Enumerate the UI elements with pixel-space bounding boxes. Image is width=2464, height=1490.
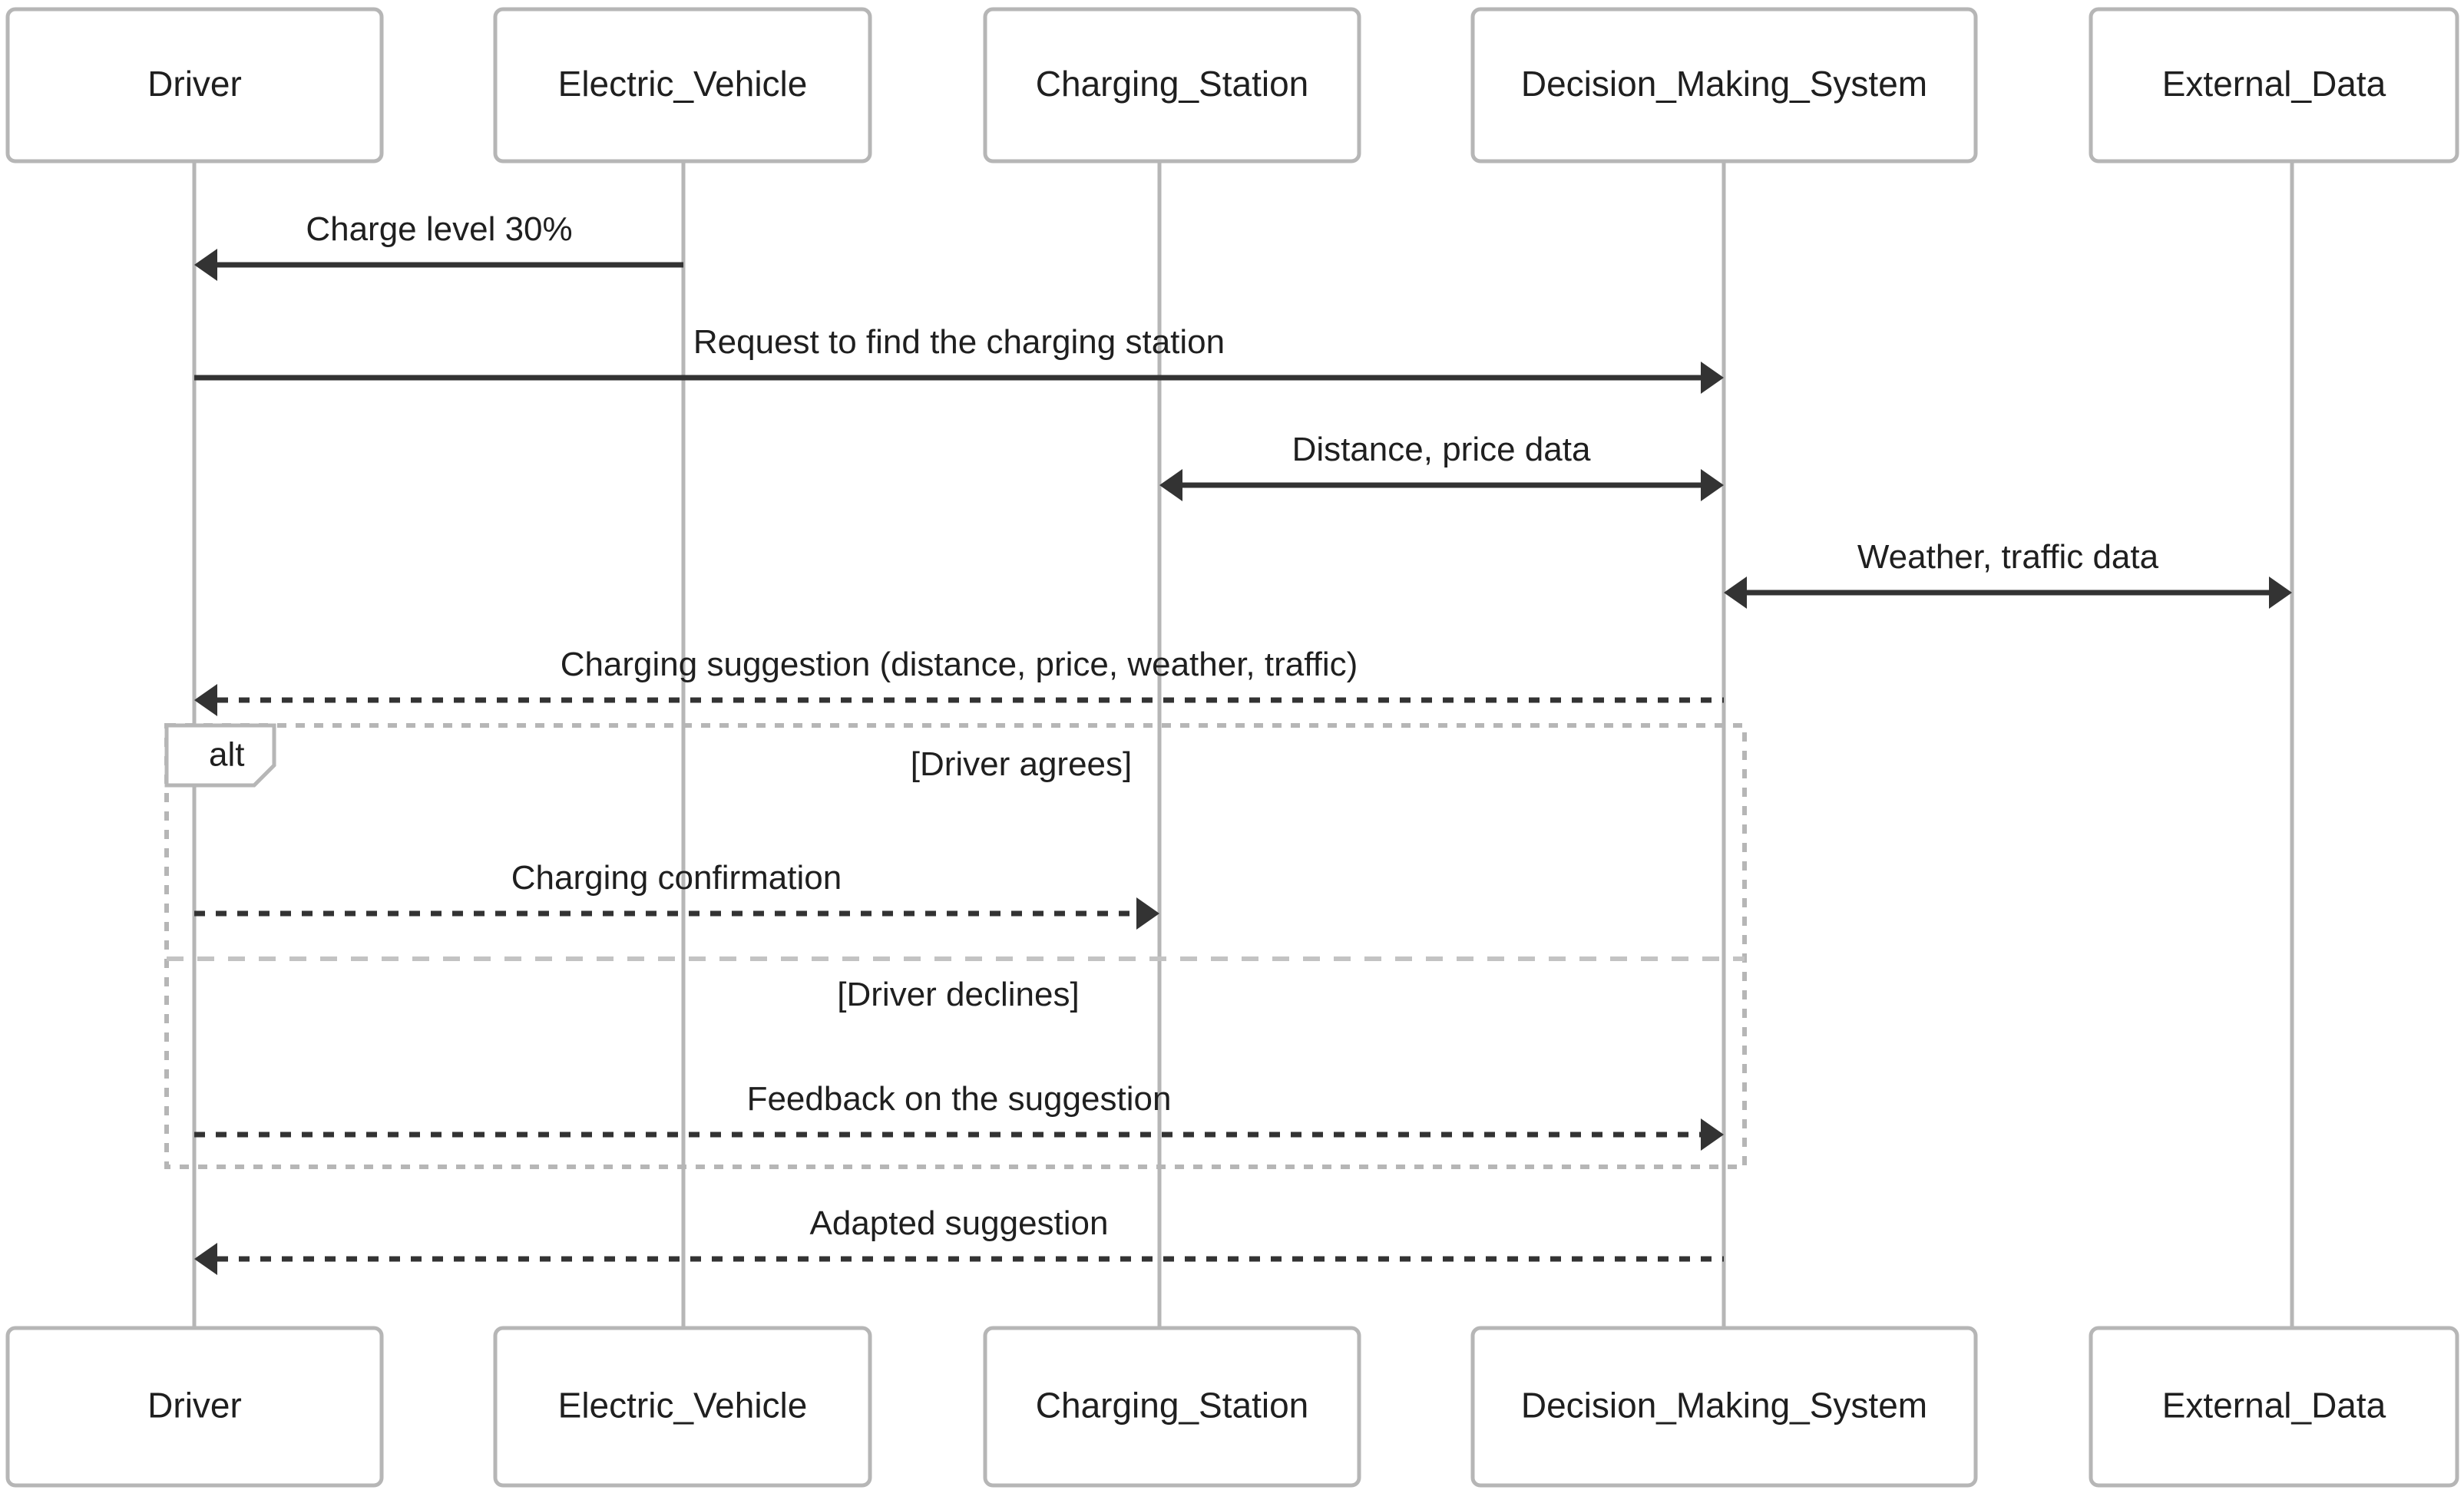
participant-top-driver: Driver	[5, 7, 384, 164]
message-arrowhead-left-8	[194, 1243, 217, 1275]
participant-bottom-electric_vehicle: Electric_Vehicle	[493, 1326, 872, 1488]
participant-label-decision_making_system: Decision_Making_System	[1521, 64, 1927, 104]
message-arrowhead-left-4	[1724, 577, 1747, 609]
participant-label-electric_vehicle: Electric_Vehicle	[558, 64, 808, 104]
participant-label-external_data: External_Data	[2162, 1386, 2386, 1426]
participant-box-external_data	[2089, 1326, 2459, 1488]
alt-branch-condition-1: [Driver declines]	[837, 976, 1079, 1013]
participant-box-charging_station	[983, 1326, 1361, 1488]
participant-label-driver: Driver	[147, 1386, 242, 1426]
message-arrowhead-right-2	[1701, 362, 1724, 394]
participant-label-external_data: External_Data	[2162, 64, 2386, 104]
message-arrowhead-right-4	[2269, 577, 2292, 609]
message-arrowhead-right-3	[1701, 469, 1724, 501]
alt-fragment-operator-label: alt	[209, 736, 244, 774]
message-arrowhead-right-7	[1701, 1118, 1724, 1151]
participant-top-charging_station: Charging_Station	[983, 7, 1361, 164]
participant-box-electric_vehicle	[493, 1326, 872, 1488]
participant-label-driver: Driver	[147, 64, 242, 104]
participant-label-decision_making_system: Decision_Making_System	[1521, 1386, 1927, 1426]
message-6: Charging confirmation	[194, 859, 1159, 930]
participant-bottom-external_data: External_Data	[2089, 1326, 2459, 1488]
participant-box-external_data	[2089, 7, 2459, 164]
participant-bottom-charging_station: Charging_Station	[983, 1326, 1361, 1488]
message-label-2: Request to find the charging station	[693, 323, 1225, 361]
participant-top-decision_making_system: Decision_Making_System	[1470, 7, 1978, 164]
participant-label-charging_station: Charging_Station	[1036, 1386, 1308, 1426]
message-3: Distance, price data	[1159, 431, 1724, 501]
participant-boxes-bottom: Driver Electric_Vehicle Charging_Station De…	[5, 1326, 2459, 1488]
alt-fragment-group[interactable]: alt [Driver agrees] [Driver declines]	[164, 723, 1747, 1169]
message-1: Charge level 30%	[194, 210, 683, 281]
message-7: Feedback on the suggestion	[194, 1080, 1724, 1151]
message-label-8: Adapted suggestion	[810, 1204, 1109, 1242]
message-label-7: Feedback on the suggestion	[747, 1080, 1172, 1118]
participant-box-driver	[5, 7, 384, 164]
message-label-3: Distance, price data	[1292, 431, 1591, 468]
participant-label-electric_vehicle: Electric_Vehicle	[558, 1386, 808, 1426]
participant-top-external_data: External_Data	[2089, 7, 2459, 164]
participant-box-electric_vehicle	[493, 7, 872, 164]
message-2: Request to find the charging station	[194, 323, 1724, 394]
participant-top-electric_vehicle: Electric_Vehicle	[493, 7, 872, 164]
message-label-5: Charging suggestion (distance, price, we…	[561, 646, 1358, 683]
message-arrowhead-left-3	[1159, 469, 1182, 501]
messages-group: Charge level 30% Request to find the char…	[194, 210, 2292, 1275]
alt-fragment-tag-shape	[164, 723, 276, 788]
message-8: Adapted suggestion	[194, 1204, 1724, 1275]
lifelines-group	[192, 161, 2294, 1328]
participant-bottom-decision_making_system: Decision_Making_System	[1470, 1326, 1978, 1488]
message-label-6: Charging confirmation	[511, 859, 842, 897]
message-label-4: Weather, traffic data	[1857, 538, 2159, 576]
participant-bottom-driver: Driver	[5, 1326, 384, 1488]
message-arrowhead-left-1	[194, 249, 217, 281]
message-4: Weather, traffic data	[1724, 538, 2292, 609]
alt-fragment-outline[interactable]	[164, 723, 1747, 1169]
participant-box-decision_making_system	[1470, 7, 1978, 164]
participant-box-driver	[5, 1326, 384, 1488]
message-arrowhead-right-6	[1136, 897, 1159, 930]
participant-box-decision_making_system	[1470, 1326, 1978, 1488]
participant-label-charging_station: Charging_Station	[1036, 64, 1308, 104]
participant-boxes-top: Driver Electric_Vehicle Charging_Station De…	[5, 7, 2459, 164]
message-arrowhead-left-5	[194, 684, 217, 716]
message-label-1: Charge level 30%	[306, 210, 572, 248]
participant-box-charging_station	[983, 7, 1361, 164]
alt-branch-condition-0: [Driver agrees]	[911, 745, 1133, 783]
message-5: Charging suggestion (distance, price, we…	[194, 646, 1724, 716]
